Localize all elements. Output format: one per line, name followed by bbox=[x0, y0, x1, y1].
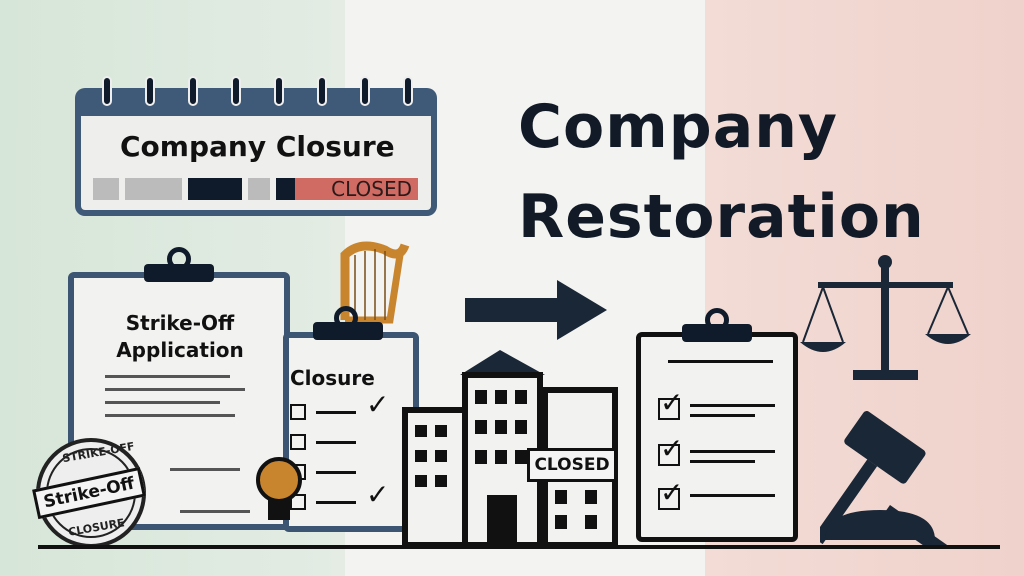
clip-icon bbox=[313, 322, 383, 340]
calendar-ring-icon bbox=[360, 76, 370, 106]
clip-icon bbox=[682, 324, 752, 342]
text-line bbox=[690, 404, 775, 407]
checkmark-icon: ✓ bbox=[366, 478, 390, 511]
closed-status-tag: CLOSED bbox=[295, 178, 418, 200]
progress-segment bbox=[125, 178, 182, 200]
text-line bbox=[690, 450, 775, 453]
calendar-ring-icon bbox=[403, 76, 413, 106]
text-line bbox=[316, 471, 356, 474]
scales-of-justice-icon bbox=[800, 255, 971, 380]
calendar-ring-icon bbox=[317, 76, 327, 106]
signature-line bbox=[180, 510, 250, 513]
closure-title: Closure bbox=[290, 366, 375, 390]
checkbox-icon bbox=[290, 494, 306, 510]
text-line bbox=[105, 401, 220, 404]
headline-line2: Restoration bbox=[518, 182, 925, 252]
checkmark-icon: ✓ bbox=[660, 476, 684, 509]
text-line bbox=[105, 414, 235, 417]
headline-line1: Company bbox=[518, 92, 839, 162]
checkmark-icon: ✓ bbox=[660, 386, 684, 419]
strike-off-title: Strike-Off Application bbox=[116, 311, 244, 362]
arrow-right-icon bbox=[465, 280, 607, 340]
text-line bbox=[316, 411, 356, 414]
calendar-ring-icon bbox=[231, 76, 241, 106]
checkmark-icon: ✓ bbox=[660, 432, 684, 465]
progress-segment bbox=[188, 178, 242, 200]
checkbox-icon bbox=[290, 404, 306, 420]
calendar-ring-icon bbox=[102, 76, 112, 106]
progress-segment bbox=[93, 178, 119, 200]
checked-box-icon bbox=[658, 444, 680, 466]
calendar-ring-icon bbox=[274, 76, 284, 106]
text-line bbox=[316, 501, 356, 504]
gavel-icon bbox=[820, 411, 972, 545]
closed-sign: CLOSED bbox=[527, 448, 617, 482]
checked-box-icon bbox=[658, 488, 680, 510]
ground-line bbox=[38, 545, 1000, 549]
text-line bbox=[105, 375, 230, 378]
text-line bbox=[690, 414, 755, 417]
rubber-stamp-icon bbox=[256, 457, 302, 503]
text-line bbox=[105, 388, 245, 391]
calendar-ring-icon bbox=[145, 76, 155, 106]
checkbox-icon bbox=[290, 434, 306, 450]
calendar-ring-icon bbox=[188, 76, 198, 106]
calendar-title: Company Closure bbox=[120, 130, 395, 163]
rubber-stamp-base bbox=[268, 500, 290, 520]
text-line bbox=[170, 468, 240, 471]
progress-segment bbox=[248, 178, 270, 200]
progress-segment bbox=[276, 178, 296, 200]
checkmark-icon: ✓ bbox=[366, 388, 390, 421]
text-line bbox=[668, 360, 773, 363]
text-line bbox=[690, 494, 775, 497]
text-line bbox=[316, 441, 356, 444]
clip-icon bbox=[144, 264, 214, 282]
text-line bbox=[690, 460, 755, 463]
checked-box-icon bbox=[658, 398, 680, 420]
